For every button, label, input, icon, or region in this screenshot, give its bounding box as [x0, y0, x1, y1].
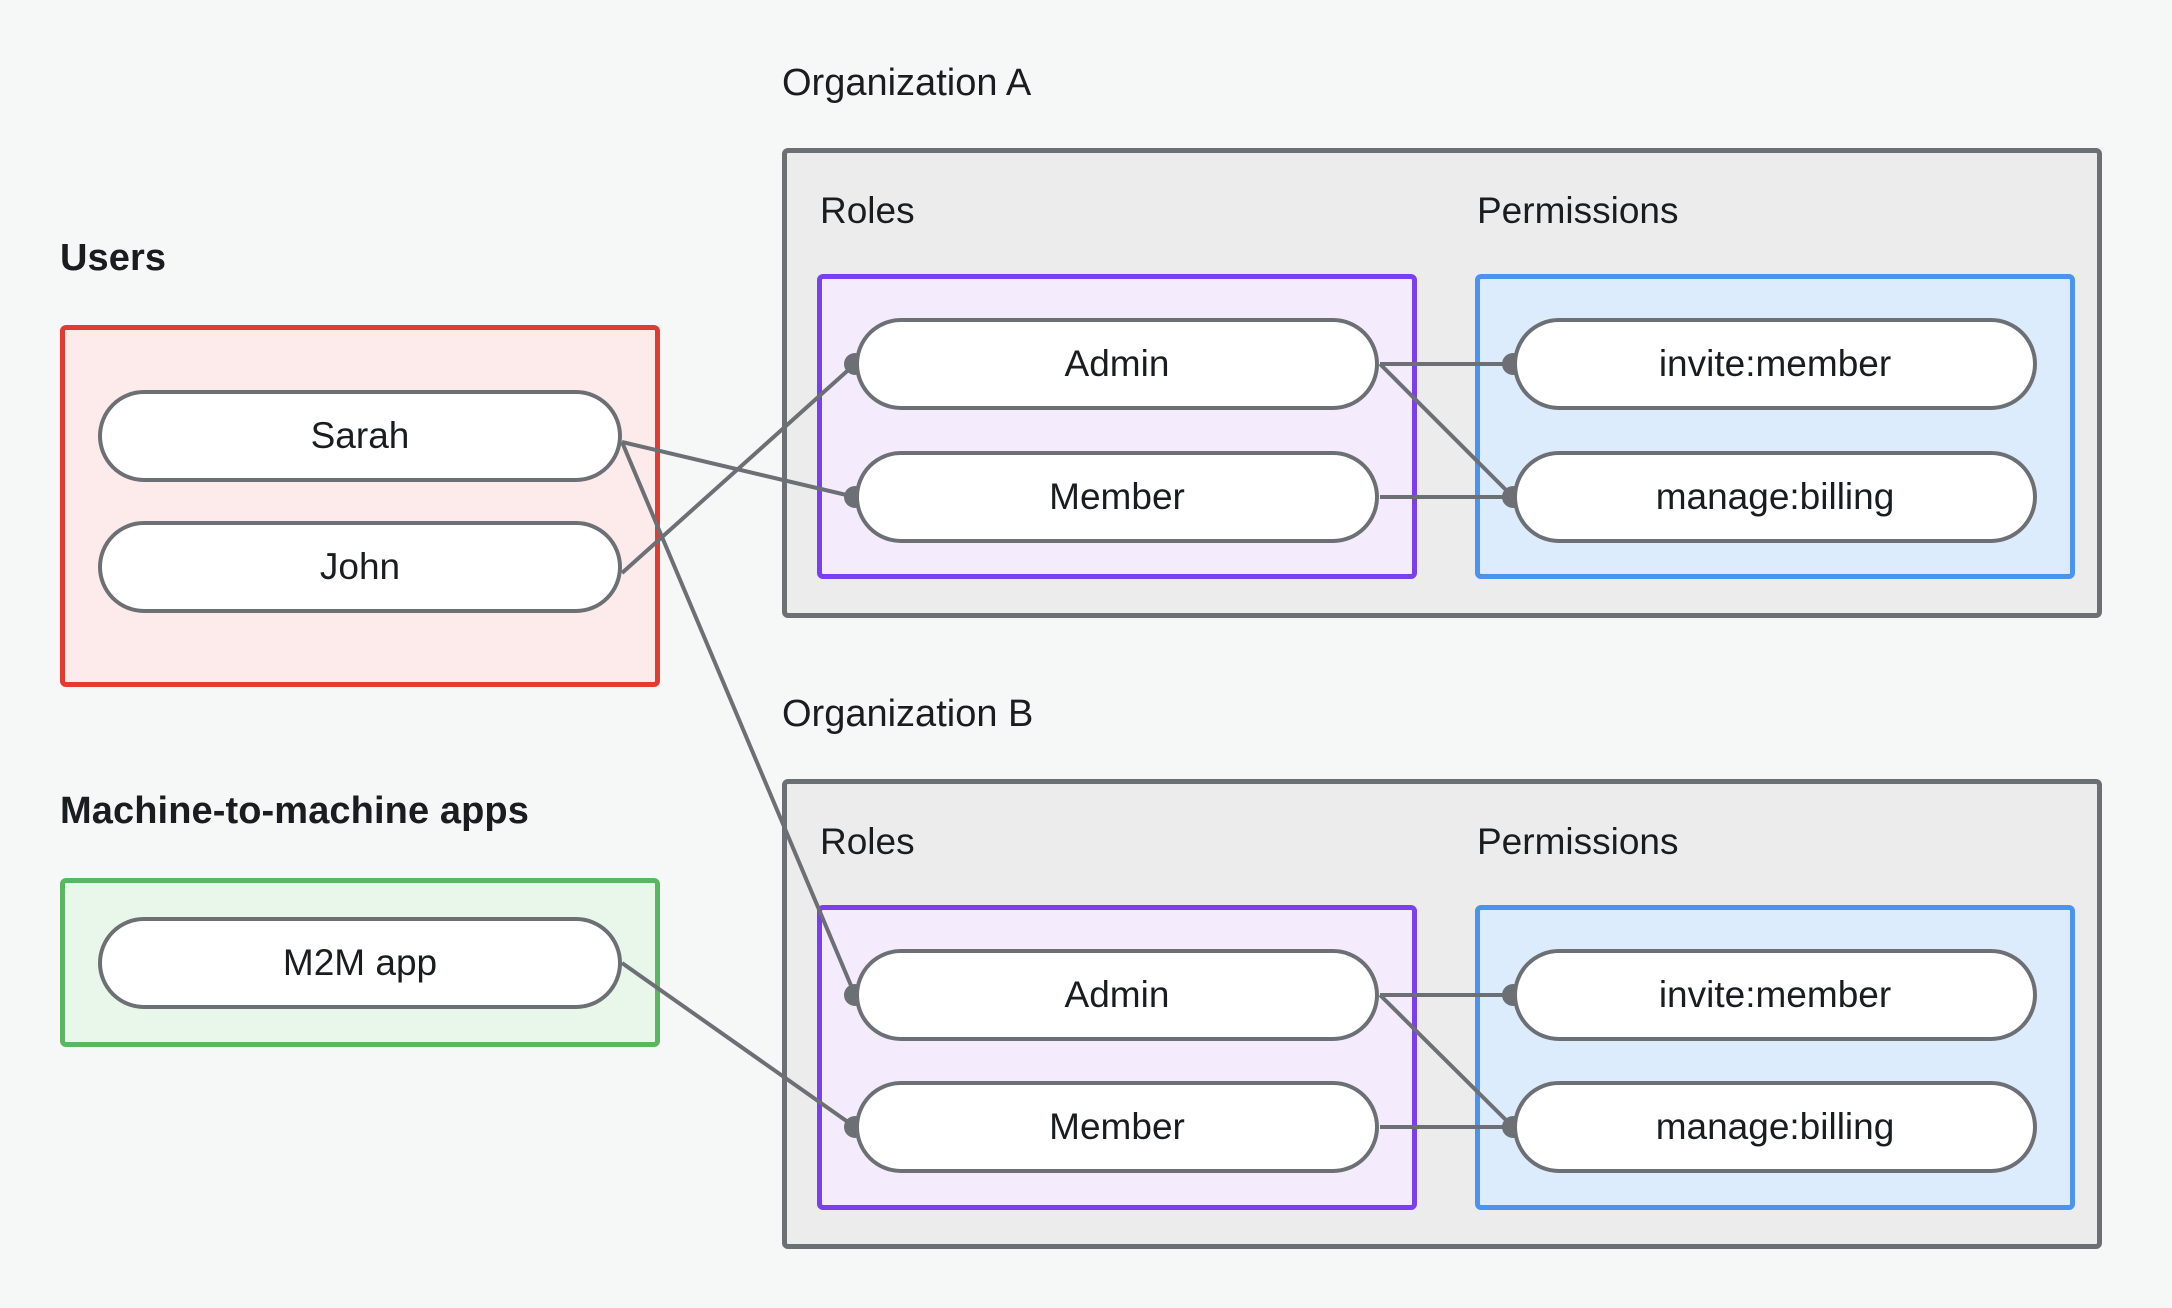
users-section-title: Users [60, 237, 167, 279]
m2m-section-title: Machine-to-machine apps [60, 790, 529, 832]
org-b-roles-label: Roles [820, 821, 915, 862]
user-node-sarah[interactable]: Sarah [98, 390, 622, 482]
users-container [60, 325, 660, 687]
org-b-role-admin[interactable]: Admin [855, 949, 1379, 1041]
org-a-role-member[interactable]: Member [855, 451, 1379, 543]
m2m-node-app[interactable]: M2M app [98, 917, 622, 1009]
org-a-roles-label: Roles [820, 190, 915, 231]
org-b-title: Organization B [782, 693, 1034, 735]
user-node-john[interactable]: John [98, 521, 622, 613]
org-a-permissions-label: Permissions [1477, 190, 1679, 231]
org-a-permission-manage-billing[interactable]: manage:billing [1513, 451, 2037, 543]
org-a-permission-invite-member[interactable]: invite:member [1513, 318, 2037, 410]
org-b-permissions-label: Permissions [1477, 821, 1679, 862]
org-b-permission-invite-member[interactable]: invite:member [1513, 949, 2037, 1041]
org-b-role-member[interactable]: Member [855, 1081, 1379, 1173]
org-a-title: Organization A [782, 62, 1032, 104]
org-a-role-admin[interactable]: Admin [855, 318, 1379, 410]
org-b-permission-manage-billing[interactable]: manage:billing [1513, 1081, 2037, 1173]
